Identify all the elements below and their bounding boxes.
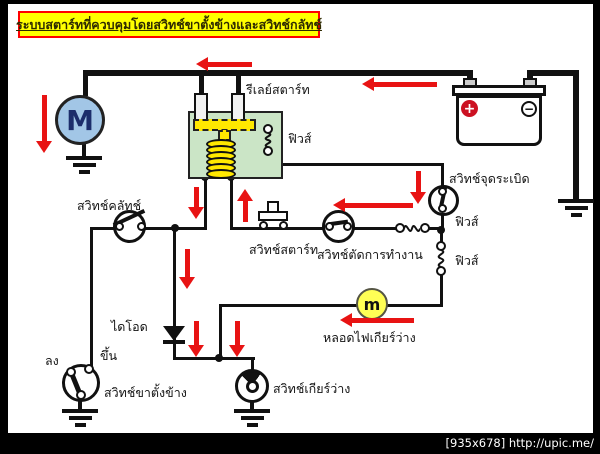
main-fuse-wave-icon: [404, 225, 420, 232]
flow-arrow-lamp-icon: [340, 313, 414, 328]
sidestand-contact-up: [84, 364, 94, 374]
starter-motor-icon: M: [55, 95, 105, 145]
sub-fuse-wave-icon: [437, 250, 445, 267]
wire-lamp-branch: [219, 306, 222, 360]
wire-right-ground-drop: [573, 70, 579, 200]
label-neutral-switch: สวิทช์เกียร์ว่าง: [273, 381, 351, 396]
wire-top-bus: [83, 70, 473, 76]
wire-relay-terminal-left: [204, 177, 207, 229]
cutoff-contact-right: [343, 222, 352, 231]
flow-arrow-relay-right-icon: [237, 189, 254, 222]
diagram-title: ระบบสตาร์ทที่ควบคุมโดยสวิทช์ขาตั้งข้างแล…: [16, 11, 322, 38]
wire-left-link: [174, 227, 207, 230]
flow-arrow-ignition-icon: [410, 171, 427, 204]
label-clutch-switch: สวิทช์คลัทช์: [77, 198, 142, 213]
clutch-contact-left: [115, 222, 124, 231]
flow-arrow-cutoff-icon: [333, 198, 413, 213]
wire-motor-drop: [83, 70, 88, 96]
wire-sidestand-drop: [90, 227, 93, 367]
label-starter-relay: รีเลย์สตาร์ท: [246, 82, 310, 97]
relay-fuse-bottom-node: [263, 146, 273, 156]
wire-motor-ground-stub: [82, 143, 86, 157]
wire-relay-post-left: [199, 73, 204, 94]
label-sub-fuse: ฟิวส์: [455, 253, 479, 268]
label-neutral-lamp: หลอดไฟเกียร์ว่าง: [323, 330, 416, 345]
sidestand-contact-common: [76, 390, 86, 400]
wire-neutral-drop: [251, 357, 254, 372]
starter-contact-left: [259, 221, 268, 230]
battery-plus-icon: +: [461, 100, 478, 117]
ground-motor-icon: [66, 156, 102, 177]
starter-contact-right: [279, 221, 288, 230]
ignition-contact-top: [438, 187, 447, 196]
wire-mainfuse-left: [352, 227, 396, 230]
label-diode: ไดโอด: [111, 319, 148, 334]
label-cutoff-switch: สวิทช์ตัดการทำงาน: [317, 247, 423, 262]
wire-relay-to-ignition: [266, 163, 444, 166]
wire-relay-terminal-right: [230, 177, 233, 229]
ground-battery-icon: [558, 199, 594, 220]
wire-sidestand-ground-stub: [78, 398, 82, 410]
main-fuse-right-node: [420, 223, 430, 233]
wire-diode-line: [173, 227, 176, 360]
wire-clutch-left: [92, 227, 117, 230]
neutral-switch-inner: [246, 380, 259, 393]
wire-ignition-bottom: [441, 212, 444, 232]
wire-subfuse-bottom: [440, 275, 443, 307]
label-main-fuse: ฟิวส์: [455, 214, 479, 229]
ground-sidestand-icon: [62, 409, 98, 430]
flow-arrow-topbus-icon: [196, 57, 252, 72]
junction-lamp: [215, 354, 223, 362]
sidestand-contact-down: [66, 367, 76, 377]
label-relay-fuse: ฟิวส์: [288, 131, 312, 146]
wire-ignition-top: [441, 163, 444, 187]
junction-fuse: [437, 226, 445, 234]
wire-battery-minus-bus: [527, 70, 579, 76]
relay-fuse-wave-icon: [264, 133, 272, 147]
relay-coil-icon: [206, 139, 236, 179]
flow-arrow-relay-left-icon: [188, 187, 205, 219]
ground-neutral-icon: [234, 409, 270, 430]
label-sidestand-up: ขึ้น: [100, 348, 118, 363]
wire-mainfuse-right: [428, 227, 443, 230]
label-starter-switch: สวิทช์สตาร์ท: [249, 242, 319, 257]
label-ignition-switch: สวิทช์จุดระเบิด: [449, 171, 530, 186]
battery-lid: [452, 85, 546, 96]
wire-relay-post-right: [236, 73, 241, 94]
flow-arrow-motor-icon: [36, 95, 53, 153]
wire-starter-line: [230, 227, 325, 230]
wire-lamp-left: [219, 304, 359, 307]
wire-bottom-line: [173, 357, 255, 360]
watermark-text: [935x678] http://upic.me/: [445, 436, 594, 450]
wire-lamp-right: [386, 304, 443, 307]
diagram-paper: [8, 4, 593, 433]
wire-subfuse-top: [440, 231, 443, 243]
flow-arrow-diode-top-icon: [179, 249, 196, 289]
wire-neutral-ground-stub: [250, 400, 254, 410]
battery-minus-icon: −: [521, 101, 537, 117]
ignition-contact-bottom: [438, 204, 447, 213]
starter-button-base: [258, 211, 288, 221]
label-sidestand-switch: สวิทช์ขาตั้งข้าง: [104, 385, 187, 400]
flow-arrow-battery-icon: [362, 77, 437, 92]
clutch-contact-right: [137, 222, 146, 231]
relay-post-left: [194, 93, 208, 122]
flow-arrow-diode-bottom-icon: [188, 321, 205, 357]
label-sidestand-down: ลง: [45, 353, 59, 368]
cutoff-contact-left: [325, 222, 334, 231]
sub-fuse-bottom-node: [436, 266, 446, 276]
junction-clutch: [171, 224, 179, 232]
relay-post-right: [231, 93, 245, 122]
wire-clutch-right: [144, 227, 176, 230]
diode-bar: [163, 340, 185, 344]
flow-arrow-lamp-branch-icon: [229, 321, 246, 357]
diode-icon: [163, 326, 185, 341]
